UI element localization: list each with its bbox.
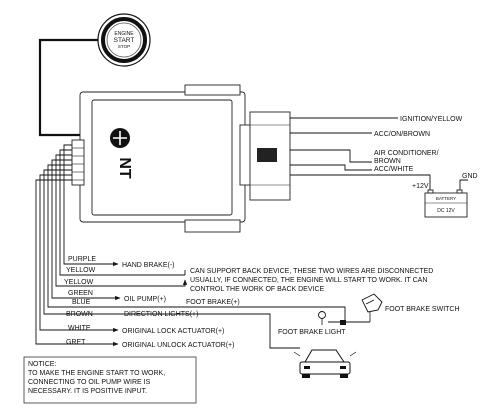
notice-line-2: CONNECTING TO OIL PUMP WIRE IS <box>28 379 151 386</box>
wire-lock-actuator: ORIGINAL LOCK ACTUATOR(+) <box>122 328 224 335</box>
wire-oil-pump: OIL PUMP(+) <box>124 296 166 303</box>
wire-green: GREEN <box>68 290 93 297</box>
wire-brown: BROWN <box>66 311 93 318</box>
wire-gret: GRET <box>66 339 86 346</box>
notice-box: NOTICE: TO MAKE THE ENGINE START TO WORK… <box>23 356 197 404</box>
notice-line-1: TO MAKE THE ENGINE START TO WORK, <box>28 370 165 377</box>
foot-brake-switch-icon <box>361 293 383 322</box>
engine-start-stop-button: ENGINE START STOP <box>97 13 151 67</box>
wire-white: WHITE <box>68 325 91 332</box>
wire-hand-brake: HAND BRAKE(-) <box>122 262 175 269</box>
foot-brake-light-icon <box>318 311 346 325</box>
label-air-conditioner: AIR CONDITIONER/ <box>374 150 439 157</box>
label-brown: BROWN <box>374 158 401 165</box>
button-label-engine: ENGINE <box>114 31 134 37</box>
battery-label: BATTERY <box>436 196 456 201</box>
back-device-note-line-2: USUALLY, IF CONNECTED, THE ENGINE WILL S… <box>190 277 427 284</box>
label-gnd: GND <box>462 173 478 180</box>
back-device-note-line-1: CAN SUPPORT BACK DEVICE, THESE TWO WIRES… <box>190 268 433 275</box>
wire-yellow-1: YELLOW <box>66 267 96 274</box>
label-ignition-yellow: IGNITION/YELLOW <box>400 116 463 123</box>
label-plus12v: +12V <box>412 183 429 190</box>
notice-title: NOTICE: <box>28 361 56 368</box>
back-device-note-line-3: CONTROL THE WORK OF BACK DEVICE <box>190 286 325 293</box>
right-wires <box>290 117 468 193</box>
wire-foot-brake: FOOT BRAKE(+) <box>186 299 240 306</box>
car-icon <box>293 349 357 378</box>
wire-blue: BLUE <box>72 299 91 306</box>
button-label-start: START <box>114 37 135 44</box>
wire-yellow-2: YELLOW <box>64 279 94 286</box>
left-wires <box>35 144 370 349</box>
button-cable <box>38 38 98 137</box>
notice-line-3: NECESSARY. IT IS POSITIVE INPUT. <box>28 388 147 395</box>
foot-brake-switch-label: FOOT BRAKE SWITCH <box>385 306 460 313</box>
control-module: NT <box>71 84 291 233</box>
button-label-stop: STOP <box>118 44 130 49</box>
wire-unlock-actuator: ORIGINAL UNLOCK ACTUATOR(+) <box>122 342 234 349</box>
label-acc-white: ACC/WHITE <box>374 166 414 173</box>
label-acc-brown: ACC/ON/BROWN <box>374 131 430 138</box>
foot-brake-light-label: FOOT BRAKE LIGHT <box>278 329 346 336</box>
battery: BATTERY DC 12V <box>424 189 468 218</box>
wire-purple: PURPLE <box>68 256 96 263</box>
battery-voltage: DC 12V <box>437 208 455 214</box>
brand-logo-text: NT <box>116 157 133 179</box>
wire-direction-lights: DIRECTION LIGHTS(+) <box>124 311 198 318</box>
